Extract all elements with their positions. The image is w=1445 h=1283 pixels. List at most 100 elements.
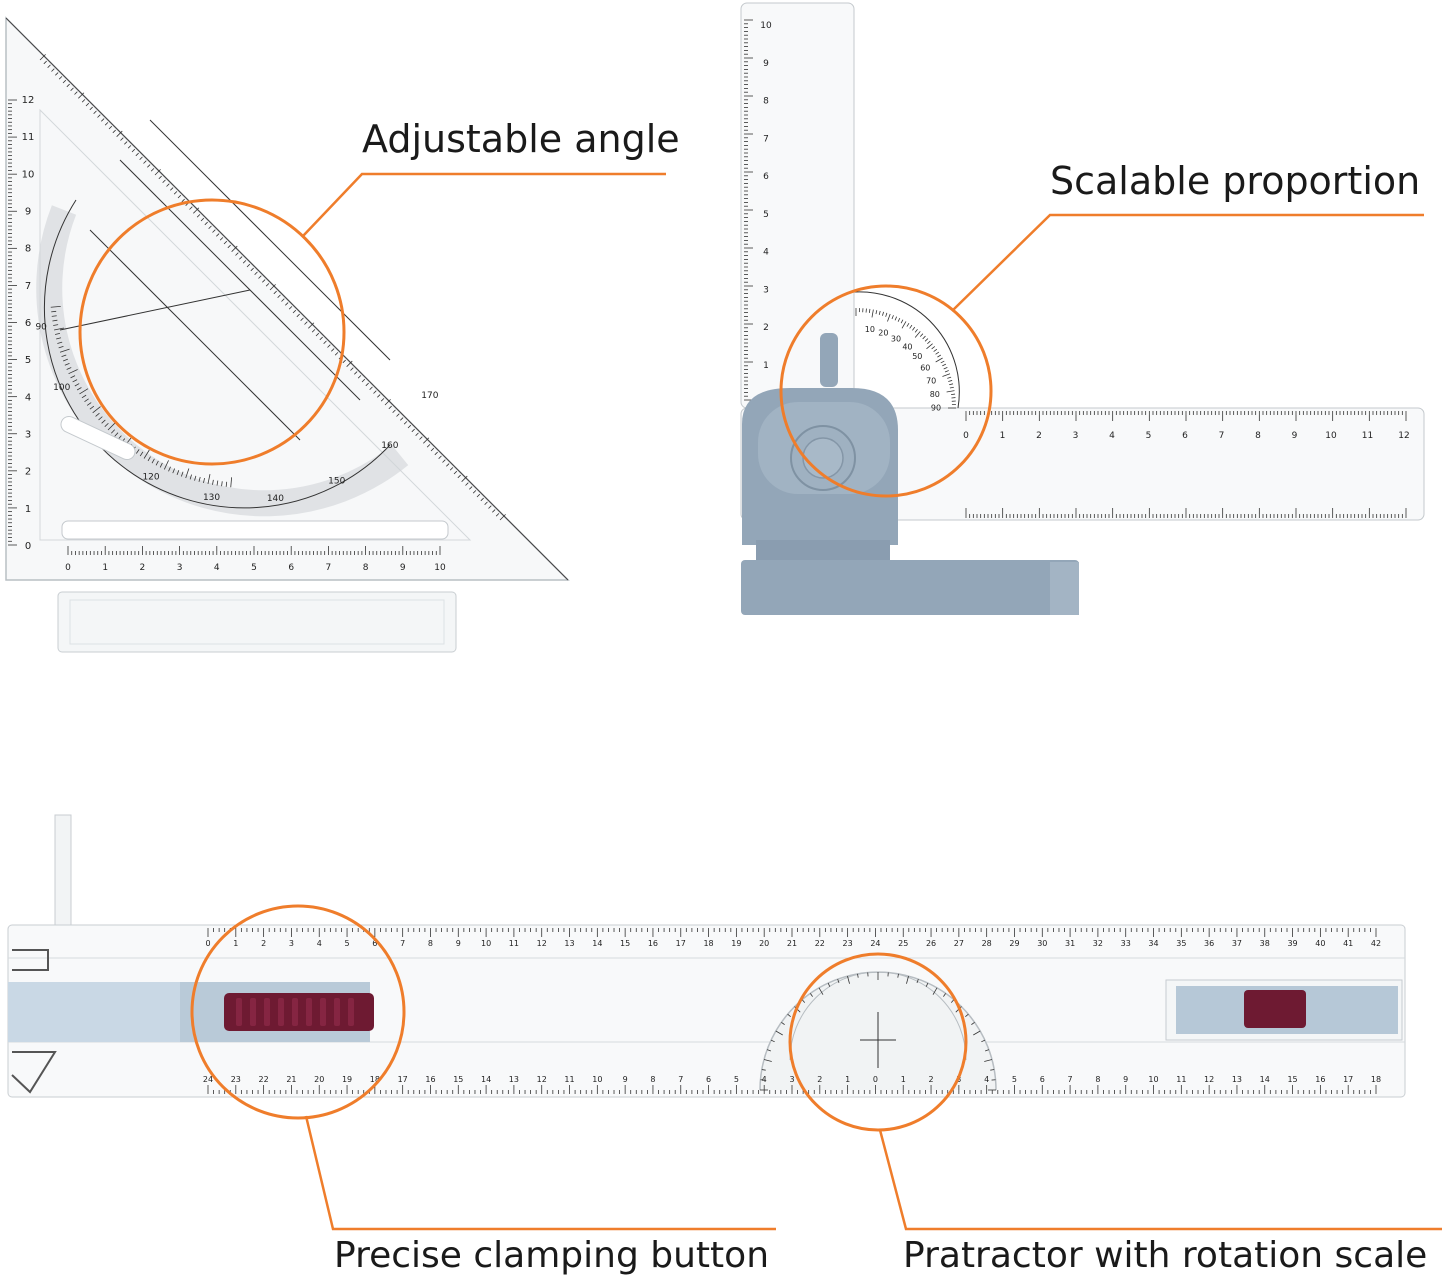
triangle-left-scale-label: 2: [25, 467, 31, 478]
triangle-left-scale-label: 3: [25, 430, 31, 441]
triangle-bottom-scale-label: 7: [326, 563, 332, 573]
rail-top-scale-label: 34: [1148, 939, 1158, 948]
right-clamp-button: [1244, 990, 1306, 1028]
rail-top-scale-label: 3: [289, 939, 294, 948]
square-protractor-label: 20: [878, 328, 888, 337]
square-horizontal-scale-label: 7: [1219, 431, 1225, 441]
rail-bottom-scale-label: 14: [481, 1075, 491, 1084]
rail-bottom-scale-label: 24: [203, 1075, 213, 1084]
triangle-left-scale-label: 9: [25, 207, 31, 218]
clamping-button-highlight-circle: [190, 904, 406, 1120]
rail-top-scale-label: 1: [233, 939, 238, 948]
rail-top-scale-label: 33: [1121, 939, 1131, 948]
rail-bottom-scale-label: 17: [398, 1075, 408, 1084]
triangle-bottom-scale-label: 4: [214, 563, 220, 573]
triangle-bottom-scale-label: 8: [363, 563, 369, 573]
rail-top-scale-label: 37: [1232, 939, 1242, 948]
square-protractor-label: 10: [865, 325, 875, 334]
protractor-highlight-circle: [788, 952, 968, 1132]
rail-top-scale-label: 7: [400, 939, 405, 948]
rail-bottom-scale-label: 7: [1068, 1075, 1073, 1084]
square-vertical-scale-label: 1: [763, 361, 769, 371]
rail-bottom-scale-label: 21: [286, 1075, 296, 1084]
triangle-bottom-scale-ticks: [67, 546, 441, 555]
triangle-left-scale-label: 5: [25, 355, 31, 366]
rail-bottom-scale-label: 11: [564, 1075, 574, 1084]
rail-top-scale-label: 5: [345, 939, 350, 948]
rail-top-scale-label: 4: [317, 939, 322, 948]
square-protractor-label: 80: [930, 390, 940, 399]
rail-top-scale-label: 30: [1037, 939, 1047, 948]
rail-top-scale-label: 0: [205, 939, 210, 948]
rail-top-scale-label: 28: [982, 939, 992, 948]
clamping-button-leader-line: [304, 1115, 776, 1231]
square-vertical-scale-label: 5: [763, 210, 769, 220]
rail-top-scale-label: 12: [537, 939, 547, 948]
rail-top-scale-label: 42: [1371, 939, 1381, 948]
square-vertical-scale-label: 9: [763, 59, 769, 69]
triangle-bottom-scale-label: 10: [434, 563, 446, 573]
protractor-leader-line: [878, 1129, 1442, 1231]
adjustable-angle-highlight-circle: [78, 198, 346, 466]
rail-top-scale-label: 41: [1343, 939, 1353, 948]
rail-top-scale-label: 22: [815, 939, 825, 948]
square-horizontal-scale-label: 0: [963, 431, 969, 441]
rail-top-scale-label: 32: [1093, 939, 1103, 948]
rail-top-scale-label: 39: [1287, 939, 1297, 948]
rail-top-scale-label: 31: [1065, 939, 1075, 948]
square-horizontal-scale-label: 8: [1255, 431, 1261, 441]
triangle-protractor-label: 130: [203, 493, 220, 503]
rail-top-scale-label: 27: [954, 939, 964, 948]
rail-top-scale-label: 9: [456, 939, 461, 948]
rail-top-scale-label: 25: [898, 939, 908, 948]
square-vertical-scale-label: 6: [763, 172, 769, 182]
triangle-bottom-scale-label: 5: [251, 563, 257, 573]
triangle-bottom-scale-label: 3: [177, 563, 183, 573]
triangle-bottom-scale-label: 6: [288, 563, 294, 573]
triangle-left-scale-label: 8: [25, 244, 31, 255]
triangle-protractor-label: 100: [53, 383, 70, 393]
rail-bottom-scale-label: 12: [537, 1075, 547, 1084]
rail-top-scale-ticks: [207, 928, 1377, 937]
rail-bottom-scale-label: 6: [1040, 1075, 1045, 1084]
rail-bottom-scale-label: 14: [1260, 1075, 1270, 1084]
square-protractor-label: 60: [920, 364, 930, 373]
rail-bottom-scale-label: 5: [1012, 1075, 1017, 1084]
rail-bottom-scale-label: 0: [873, 1075, 878, 1084]
rail-bottom-scale-label: 13: [509, 1075, 519, 1084]
triangle-bottom-scale-label: 2: [140, 563, 146, 573]
square-horizontal-scale-label: 12: [1398, 431, 1409, 441]
triangle-left-scale-label: 11: [22, 132, 35, 143]
rail-top-scale-label: 26: [926, 939, 936, 948]
rail-top-scale-label: 21: [787, 939, 797, 948]
rail-bottom-scale-label: 2: [929, 1075, 934, 1084]
triangle-hypotenuse-ticks: [39, 54, 506, 521]
rail-bottom-scale-label: 6: [706, 1075, 711, 1084]
scalable-proportion-label: Scalable proportion: [1050, 159, 1421, 203]
rail-bottom-scale-label: 10: [592, 1075, 602, 1084]
triangle-guide-lines: [59, 119, 391, 441]
rail-top-scale-label: 11: [509, 939, 519, 948]
rail-bottom-scale-label: 7: [678, 1075, 683, 1084]
triangle-protractor-label: 150: [328, 476, 345, 486]
square-protractor-ticks: [855, 308, 956, 409]
rail-top-scale-label: 36: [1204, 939, 1214, 948]
square-protractor-label: 90: [931, 404, 941, 413]
rail-bottom-scale-label: 16: [425, 1075, 435, 1084]
rail-bottom-scale-label: 8: [650, 1075, 655, 1084]
triangle-left-scale-label: 12: [22, 95, 35, 106]
rail-top-scale-label: 8: [428, 939, 433, 948]
rail-bottom-scale-label: 2: [817, 1075, 822, 1084]
square-protractor-label: 70: [926, 376, 936, 385]
rail-bottom-scale-label: 1: [845, 1075, 850, 1084]
rail-top-scale-label: 29: [1009, 939, 1019, 948]
rail-top-scale-label: 15: [620, 939, 630, 948]
triangle-bottom-scale-label: 0: [65, 563, 71, 573]
rail-top-scale-label: 23: [843, 939, 853, 948]
rail-top-scale-label: 24: [870, 939, 880, 948]
